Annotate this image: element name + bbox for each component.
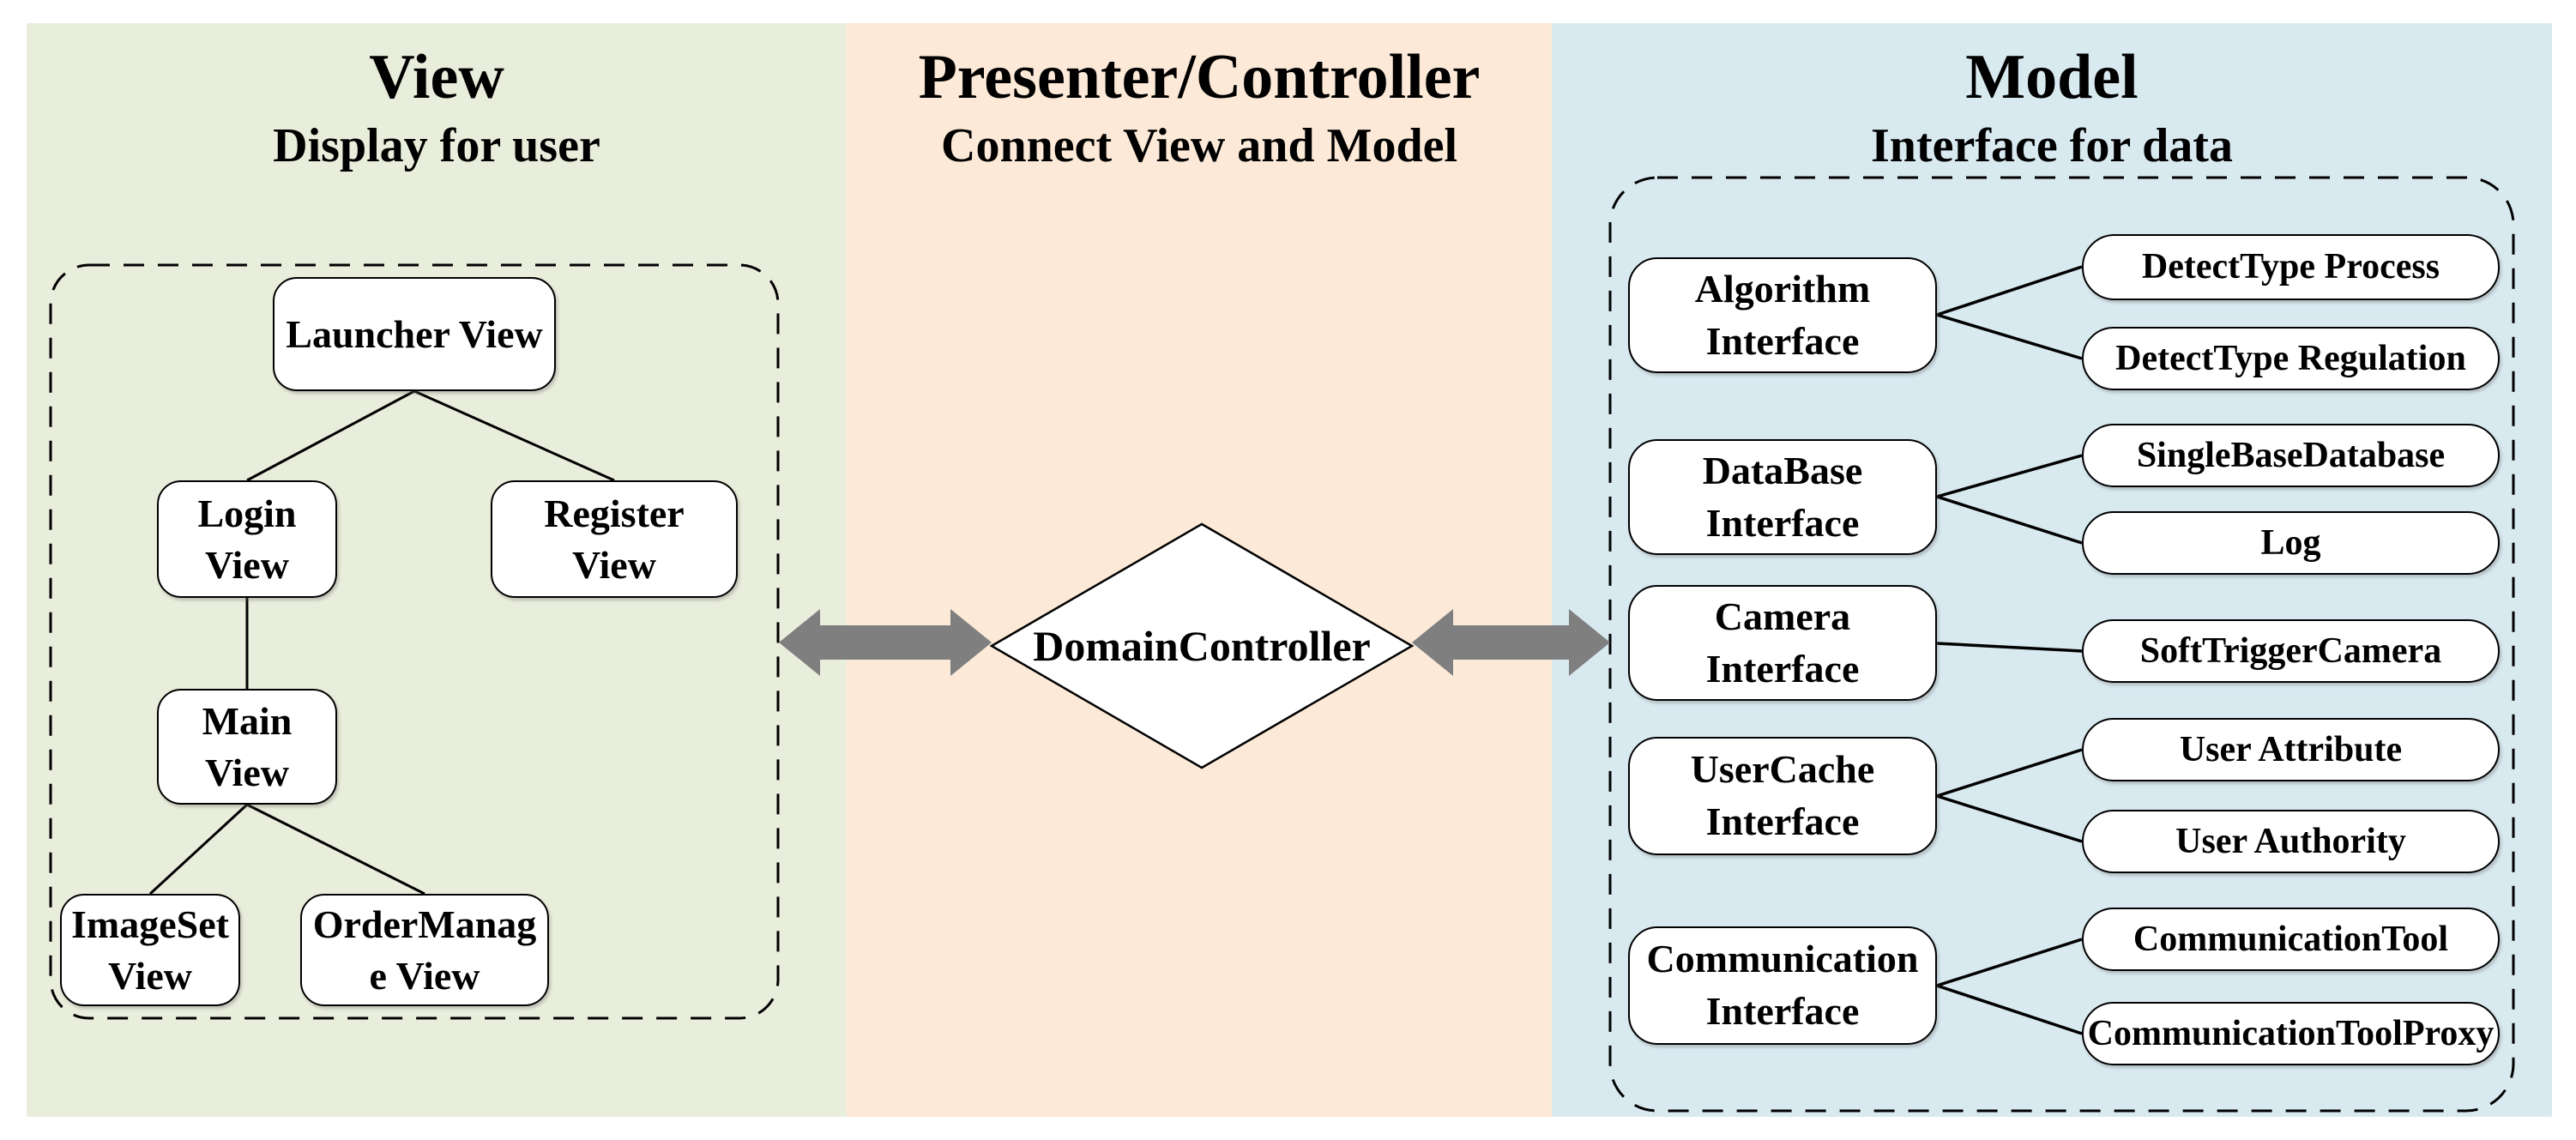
impl-communicationtoolproxy: CommunicationToolProxy [2082, 1002, 2500, 1065]
impl-user-authority: User Authority [2082, 810, 2500, 873]
interface-camera: Camera Interface [1628, 585, 1937, 701]
connector-communication-communicationtoolproxy [1936, 984, 2083, 1035]
interface-algorithm: Algorithm Interface [1628, 257, 1937, 373]
connector-usercache-userauthority [1936, 794, 2083, 843]
domaincontroller-label: DomainController [1033, 622, 1371, 670]
node-register-view: Register View [491, 480, 738, 598]
node-login-view: Login View [157, 480, 337, 598]
connector-launcher-register [413, 389, 615, 482]
arrow-view-presenter [779, 609, 992, 676]
impl-detecttype-regulation: DetectType Regulation [2082, 327, 2500, 390]
interface-database: DataBase Interface [1628, 439, 1937, 555]
impl-detecttype-process: DetectType Process [2082, 234, 2500, 300]
connector-database-log [1936, 495, 2083, 545]
model-panel-subtitle: Interface for data [1871, 119, 2233, 172]
node-imageset-view: ImageSet View [60, 894, 240, 1006]
view-panel-title: View [369, 42, 504, 112]
node-launcher-view: Launcher View [273, 277, 556, 391]
node-ordermanage-view: OrderManag e View [300, 894, 549, 1006]
arrow-presenter-model [1412, 609, 1610, 676]
impl-user-attribute: User Attribute [2082, 718, 2500, 781]
impl-communicationtool: CommunicationTool [2082, 908, 2500, 971]
presenter-panel-title: Presenter/Controller [918, 42, 1481, 112]
impl-softtriggercamera: SoftTriggerCamera [2082, 619, 2500, 683]
model-panel-title: Model [1965, 42, 2139, 112]
domaincontroller-diamond [989, 522, 1415, 769]
connector-algorithm-detecttype-regulation [1936, 313, 2083, 360]
impl-log: Log [2082, 511, 2500, 575]
interface-usercache: UserCache Interface [1628, 737, 1937, 855]
connector-algorithm-detecttype-process [1936, 265, 2083, 317]
connector-usercache-userattribute [1936, 748, 2083, 798]
impl-singlebasedatabase: SingleBaseDatabase [2082, 424, 2500, 487]
connector-main-ordermanage [246, 803, 425, 896]
connector-launcher-login [246, 389, 415, 482]
presenter-panel-subtitle: Connect View and Model [941, 119, 1457, 172]
connector-main-imageset [148, 803, 249, 896]
view-panel-subtitle: Display for user [273, 119, 600, 172]
model-interfaces-dashed-container [1608, 176, 2515, 1113]
connector-database-singlebasedatabase [1936, 454, 2083, 498]
interface-communication: Communication Interface [1628, 926, 1937, 1045]
view-tree-dashed-container [49, 263, 780, 1020]
node-main-view: Main View [157, 689, 337, 805]
connector-communication-communicationtool [1936, 938, 2083, 987]
connector-camera-softtriggercamera [1936, 642, 2083, 653]
